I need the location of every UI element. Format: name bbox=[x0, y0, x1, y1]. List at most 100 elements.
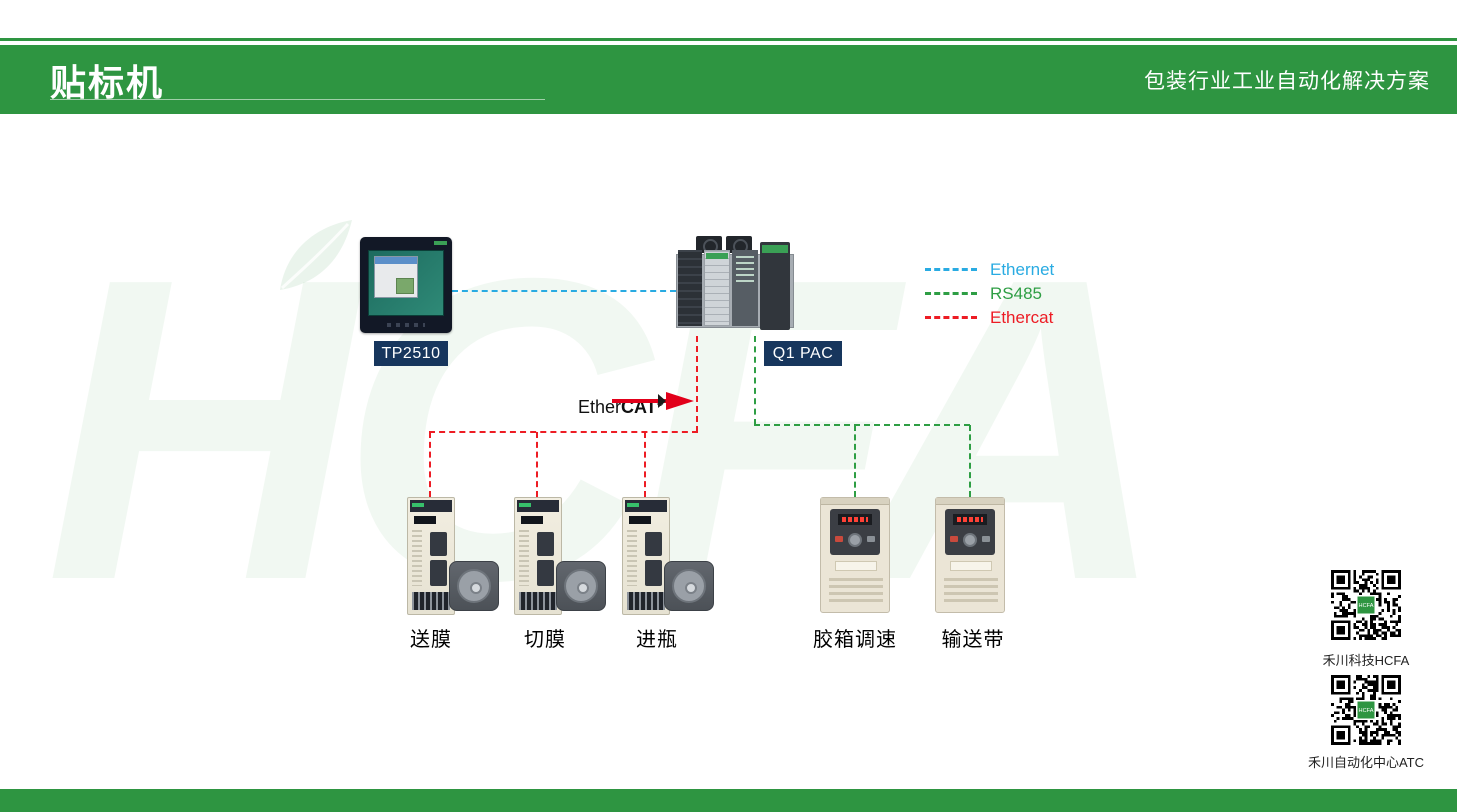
servo-display bbox=[521, 516, 543, 524]
vfd-display bbox=[953, 514, 987, 525]
servo-connector bbox=[645, 560, 662, 586]
ethercat-bus-line bbox=[429, 431, 698, 433]
hmi-label-chip: TP2510 bbox=[374, 341, 448, 366]
ethercat-logo-text: Ether bbox=[578, 397, 622, 417]
servo-motor bbox=[556, 561, 606, 611]
svg-text:HCFA: HCFA bbox=[1359, 708, 1374, 714]
servo-vents bbox=[519, 530, 529, 586]
hmi-screen-window bbox=[374, 256, 418, 298]
servo-connector bbox=[430, 532, 447, 556]
servo-display bbox=[414, 516, 436, 524]
hmi-brand-mark bbox=[434, 241, 447, 245]
legend-row-ethercat: Ethercat bbox=[925, 307, 1054, 327]
servo-caption-1: 送膜 bbox=[410, 629, 452, 651]
servo-connector bbox=[537, 532, 554, 556]
plc-status-leds bbox=[736, 256, 754, 282]
plc-device bbox=[676, 236, 794, 336]
ethercat-drop-servo-1 bbox=[429, 432, 431, 497]
vfd-vents bbox=[829, 578, 883, 606]
ethercat-drop-servo-2 bbox=[536, 432, 538, 497]
legend: Ethernet RS485 Ethercat bbox=[925, 259, 1055, 327]
plc-terminal-green bbox=[706, 253, 728, 259]
servo-vents bbox=[412, 530, 422, 586]
servo-body bbox=[407, 497, 455, 615]
vfd-top-cap bbox=[936, 498, 1004, 505]
servo-connector bbox=[645, 532, 662, 556]
qr-code-hcfa: HCFA bbox=[1331, 570, 1401, 640]
legend-label-ethernet: Ethernet bbox=[990, 259, 1055, 279]
vfd-control-panel bbox=[945, 509, 995, 555]
vfd-display bbox=[838, 514, 872, 525]
plc-terminal-green bbox=[762, 245, 788, 253]
vfd-stop-button bbox=[950, 536, 958, 542]
servo-caption-2: 切膜 bbox=[524, 629, 566, 651]
ethercat-drop-servo-3 bbox=[644, 432, 646, 497]
servo-display bbox=[629, 516, 651, 524]
plc-module-cpu bbox=[704, 250, 730, 326]
ethercat-drop-from-plc bbox=[696, 336, 698, 432]
inverter-caption-2: 输送带 bbox=[941, 629, 1005, 651]
legend-row-ethernet: Ethernet bbox=[925, 259, 1055, 279]
header-bar: 贴标机 包装行业工业自动化解决方案 bbox=[0, 45, 1457, 114]
servo-connector bbox=[430, 560, 447, 586]
hmi-window-titlebar bbox=[375, 257, 417, 264]
page-title: 贴标机 bbox=[50, 61, 165, 103]
vfd-vents bbox=[944, 578, 998, 606]
qr-caption-atc: 禾川自动化中心ATC bbox=[1307, 755, 1425, 770]
ethernet-line-sample bbox=[925, 268, 977, 271]
qr-code-atc: HCFA bbox=[1331, 675, 1401, 745]
vfd-run-button bbox=[867, 536, 875, 542]
servo-led bbox=[627, 503, 639, 507]
top-rule bbox=[0, 38, 1457, 41]
servo-connector bbox=[537, 560, 554, 586]
leaf-icon bbox=[280, 220, 352, 290]
servo-vents bbox=[627, 530, 637, 586]
vfd-dial bbox=[963, 533, 977, 547]
vfd-control-panel bbox=[830, 509, 880, 555]
plc-label-chip: Q1 PAC bbox=[764, 341, 842, 366]
vfd-run-button bbox=[982, 536, 990, 542]
inverter-2 bbox=[935, 497, 1005, 613]
servo-body bbox=[514, 497, 562, 615]
hmi-device bbox=[360, 237, 452, 333]
qr-caption-hcfa: 禾川科技HCFA bbox=[1322, 653, 1410, 668]
servo-terminal-block bbox=[627, 592, 665, 610]
rs485-drop-inverter-1 bbox=[854, 425, 856, 497]
ethernet-line bbox=[452, 290, 676, 292]
vfd-stop-button bbox=[835, 536, 843, 542]
rs485-drop-from-plc bbox=[754, 336, 756, 425]
servo-motor bbox=[664, 561, 714, 611]
svg-text:HCFA: HCFA bbox=[1359, 603, 1374, 609]
inverter-caption-1: 胶箱调速 bbox=[813, 629, 897, 651]
hmi-function-buttons bbox=[387, 323, 425, 327]
rs485-drop-inverter-2 bbox=[969, 425, 971, 497]
vfd-top-cap bbox=[821, 498, 889, 505]
rs485-line-sample bbox=[925, 292, 977, 295]
plc-module-right bbox=[760, 242, 790, 330]
vfd-digits bbox=[957, 517, 983, 522]
legend-label-ethercat: Ethercat bbox=[990, 307, 1054, 327]
vfd-dial bbox=[848, 533, 862, 547]
vfd-digits bbox=[842, 517, 868, 522]
servo-terminal-block bbox=[412, 592, 450, 610]
motor-face bbox=[457, 569, 491, 603]
legend-row-rs485: RS485 bbox=[925, 283, 1054, 303]
page-subtitle: 包装行业工业自动化解决方案 bbox=[1144, 69, 1430, 93]
servo-led bbox=[519, 503, 531, 507]
vfd-nameplate bbox=[835, 561, 877, 571]
ethercat-line-sample bbox=[925, 316, 977, 319]
motor-face bbox=[564, 569, 598, 603]
rs485-bus-line bbox=[754, 424, 970, 426]
footer-bar bbox=[0, 789, 1457, 812]
legend-label-rs485: RS485 bbox=[990, 283, 1042, 303]
title-underline bbox=[50, 99, 545, 100]
ethercat-arrow-icon bbox=[612, 392, 694, 410]
servo-caption-3: 进瓶 bbox=[636, 629, 678, 651]
inverter-1 bbox=[820, 497, 890, 613]
vfd-nameplate bbox=[950, 561, 992, 571]
plc-module-left bbox=[678, 250, 702, 326]
servo-terminal-block bbox=[519, 592, 557, 610]
servo-drive-1 bbox=[407, 497, 501, 619]
servo-drive-2 bbox=[514, 497, 608, 619]
